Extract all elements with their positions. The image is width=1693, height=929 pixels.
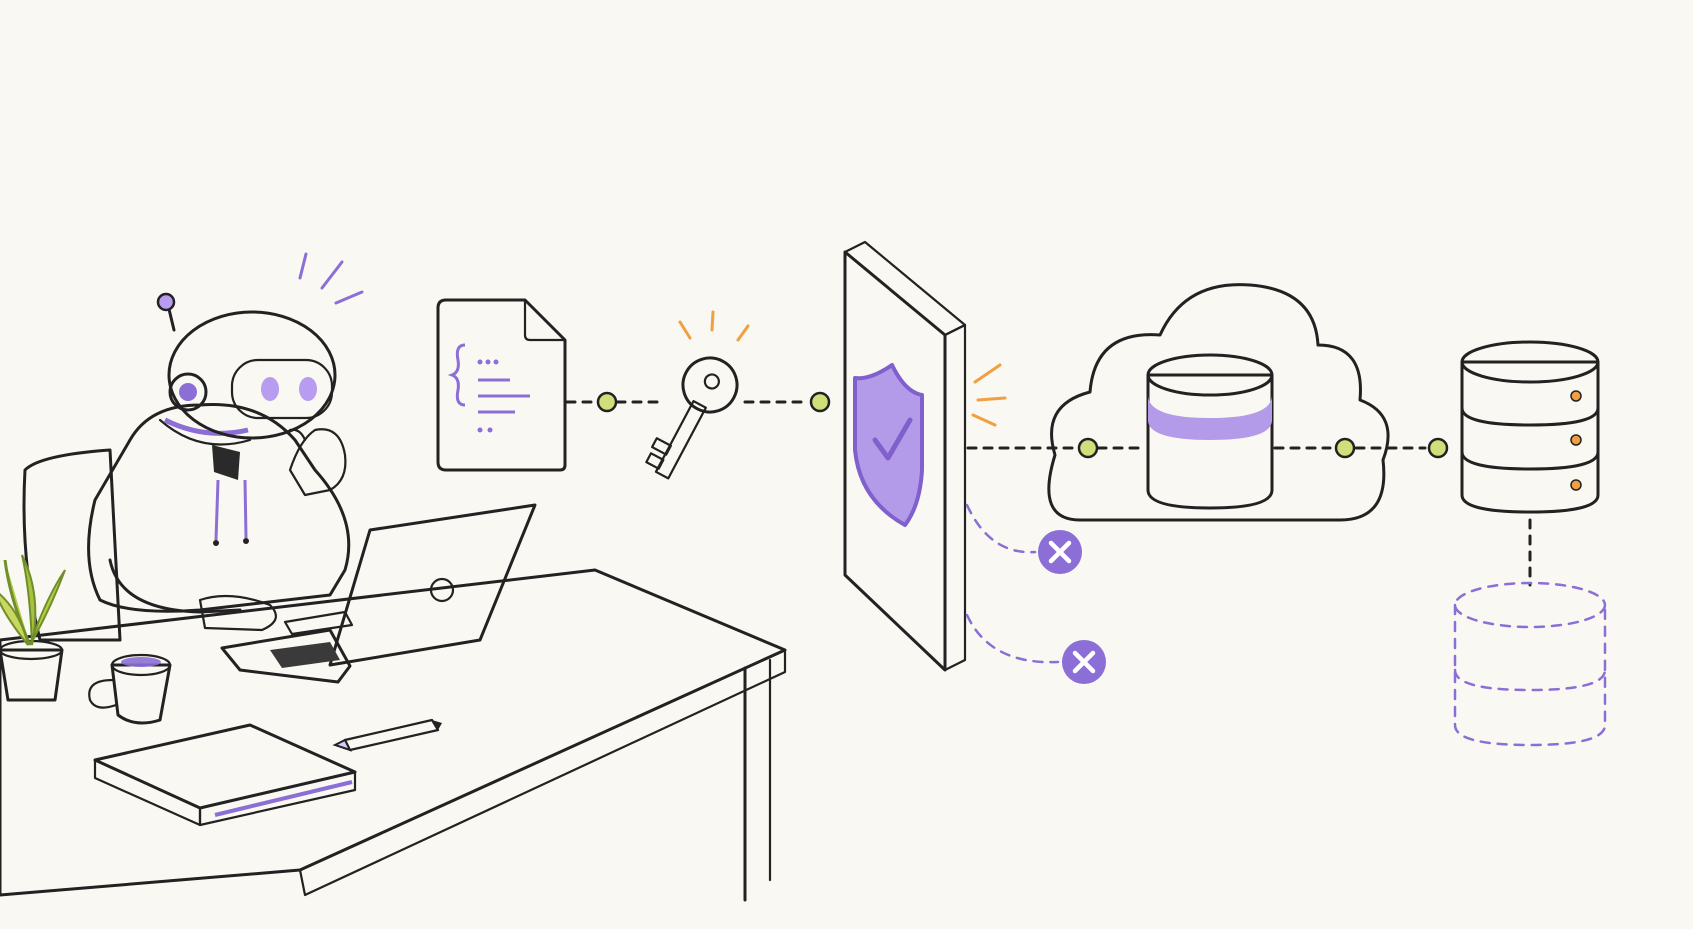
plant-pot	[0, 554, 66, 702]
connector-document-key	[565, 391, 662, 413]
notebook	[93, 723, 357, 827]
coffee-mug	[88, 653, 172, 725]
chair	[22, 448, 122, 642]
code-document-icon	[436, 298, 567, 472]
blocked-x-icon	[1038, 530, 1082, 574]
database-icon	[1146, 353, 1274, 510]
robot-icon	[87, 252, 364, 632]
blocked-branch-2	[965, 613, 1106, 684]
cloud-icon	[1047, 283, 1390, 522]
backup-database-icon	[1453, 581, 1607, 747]
pencil	[332, 718, 442, 752]
firewall-sparks	[971, 363, 1007, 427]
laptop-icon	[220, 503, 537, 684]
firewall-wall	[843, 240, 967, 672]
blocked-branch-1	[965, 503, 1082, 574]
connector-key-shield	[743, 391, 831, 413]
blocked-x-icon	[1062, 640, 1106, 684]
desk	[0, 568, 787, 902]
shield-check-icon	[853, 363, 924, 527]
server-stack-icon	[1460, 340, 1600, 514]
connector-shield-cloud	[966, 437, 1142, 459]
key-icon	[645, 310, 750, 480]
connector-cloud-server	[1273, 437, 1449, 459]
